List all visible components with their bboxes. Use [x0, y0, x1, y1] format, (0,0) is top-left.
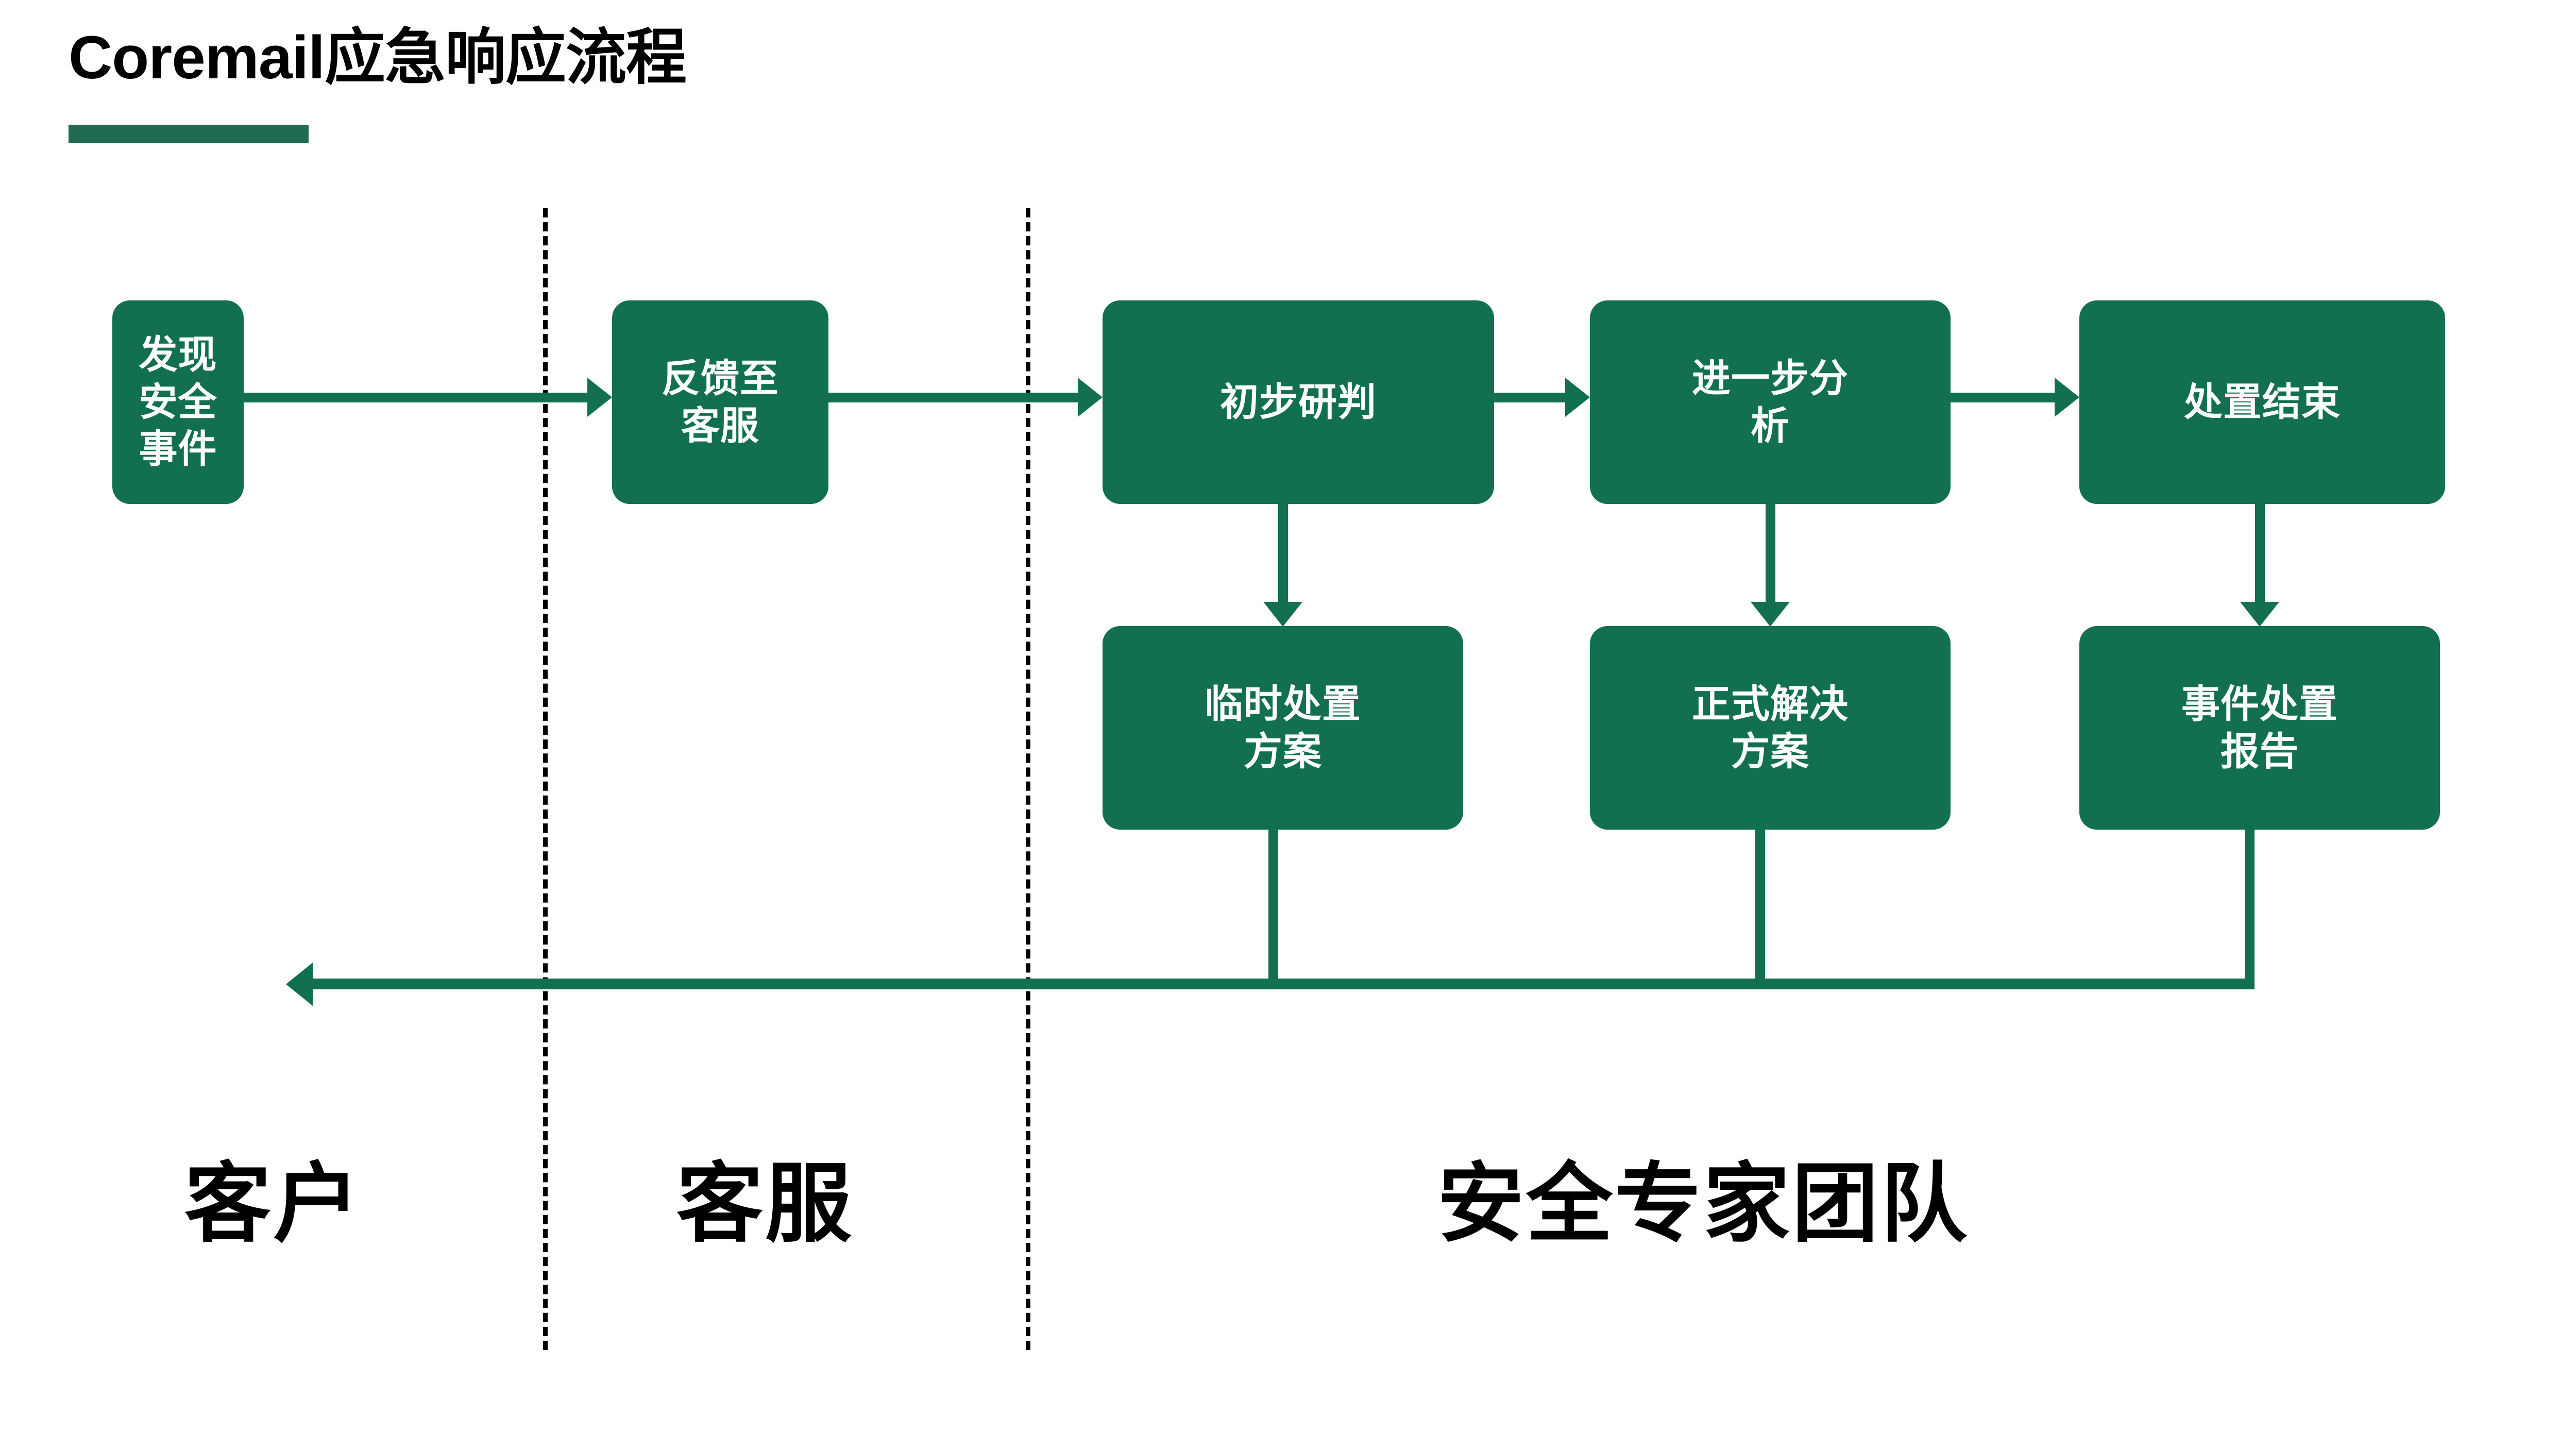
connector-complete-to-incident-report — [2255, 504, 2265, 602]
node-formal-solution[interactable]: 正式解决 方案 — [1590, 626, 1951, 830]
arrowhead-return-to-customer — [286, 963, 313, 1006]
arrowhead-complete-to-incident-report — [2240, 602, 2279, 627]
lane-label-customer-service: 客服 — [676, 1134, 854, 1259]
lane-divider-support-security — [1026, 208, 1030, 1350]
connector-discover-to-support — [244, 393, 587, 402]
connector-analysis-to-complete — [1951, 393, 2055, 402]
arrowhead-discover-to-support — [587, 378, 612, 417]
node-discover-incident[interactable]: 发现安全 事件 — [112, 300, 244, 504]
arrowhead-assessment-to-temporary-plan — [1263, 602, 1302, 627]
return-path-to-customer — [313, 979, 2255, 989]
node-label: 发现安全 事件 — [139, 333, 217, 471]
return-drop-formal-solution — [1755, 830, 1765, 983]
node-report-to-support[interactable]: 反馈至 客服 — [612, 300, 828, 504]
return-drop-incident-report — [2245, 830, 2255, 983]
node-label: 初步研判 — [1219, 380, 1377, 424]
node-label: 进一步分 析 — [1691, 357, 1849, 447]
connector-support-to-assessment — [828, 393, 1078, 402]
lane-label-text: 安全专家团队 — [1437, 1155, 1969, 1252]
lane-label-text: 客服 — [676, 1155, 854, 1252]
title-underline-bar — [69, 125, 309, 143]
title-block: Coremail应急响应流程 — [69, 24, 687, 92]
node-further-analysis[interactable]: 进一步分 析 — [1590, 300, 1951, 504]
node-incident-report[interactable]: 事件处置 报告 — [2079, 626, 2440, 830]
node-label: 临时处置 方案 — [1204, 682, 1361, 773]
lane-divider-customer-support — [543, 208, 548, 1350]
page-title: Coremail应急响应流程 — [69, 24, 687, 92]
node-handling-complete[interactable]: 处置结束 — [2079, 300, 2445, 504]
arrowhead-analysis-to-complete — [2055, 378, 2079, 417]
arrowhead-support-to-assessment — [1078, 378, 1103, 417]
node-label: 正式解决 方案 — [1691, 682, 1849, 773]
node-label: 事件处置 报告 — [2181, 682, 2338, 773]
connector-assessment-to-analysis — [1494, 393, 1565, 402]
connector-analysis-to-formal-solution — [1766, 504, 1775, 602]
return-drop-temporary-plan — [1268, 830, 1278, 983]
lane-label-customer: 客户 — [184, 1134, 362, 1259]
node-label: 处置结束 — [2183, 380, 2341, 424]
node-initial-assessment[interactable]: 初步研判 — [1103, 300, 1494, 504]
connector-assessment-to-temporary-plan — [1278, 504, 1288, 602]
arrowhead-assessment-to-analysis — [1565, 378, 1590, 417]
node-temporary-plan[interactable]: 临时处置 方案 — [1103, 626, 1463, 830]
lane-label-security-team: 安全专家团队 — [1437, 1134, 1969, 1259]
lane-label-text: 客户 — [184, 1155, 362, 1252]
arrowhead-analysis-to-formal-solution — [1751, 602, 1790, 627]
node-label: 反馈至 客服 — [661, 357, 779, 447]
